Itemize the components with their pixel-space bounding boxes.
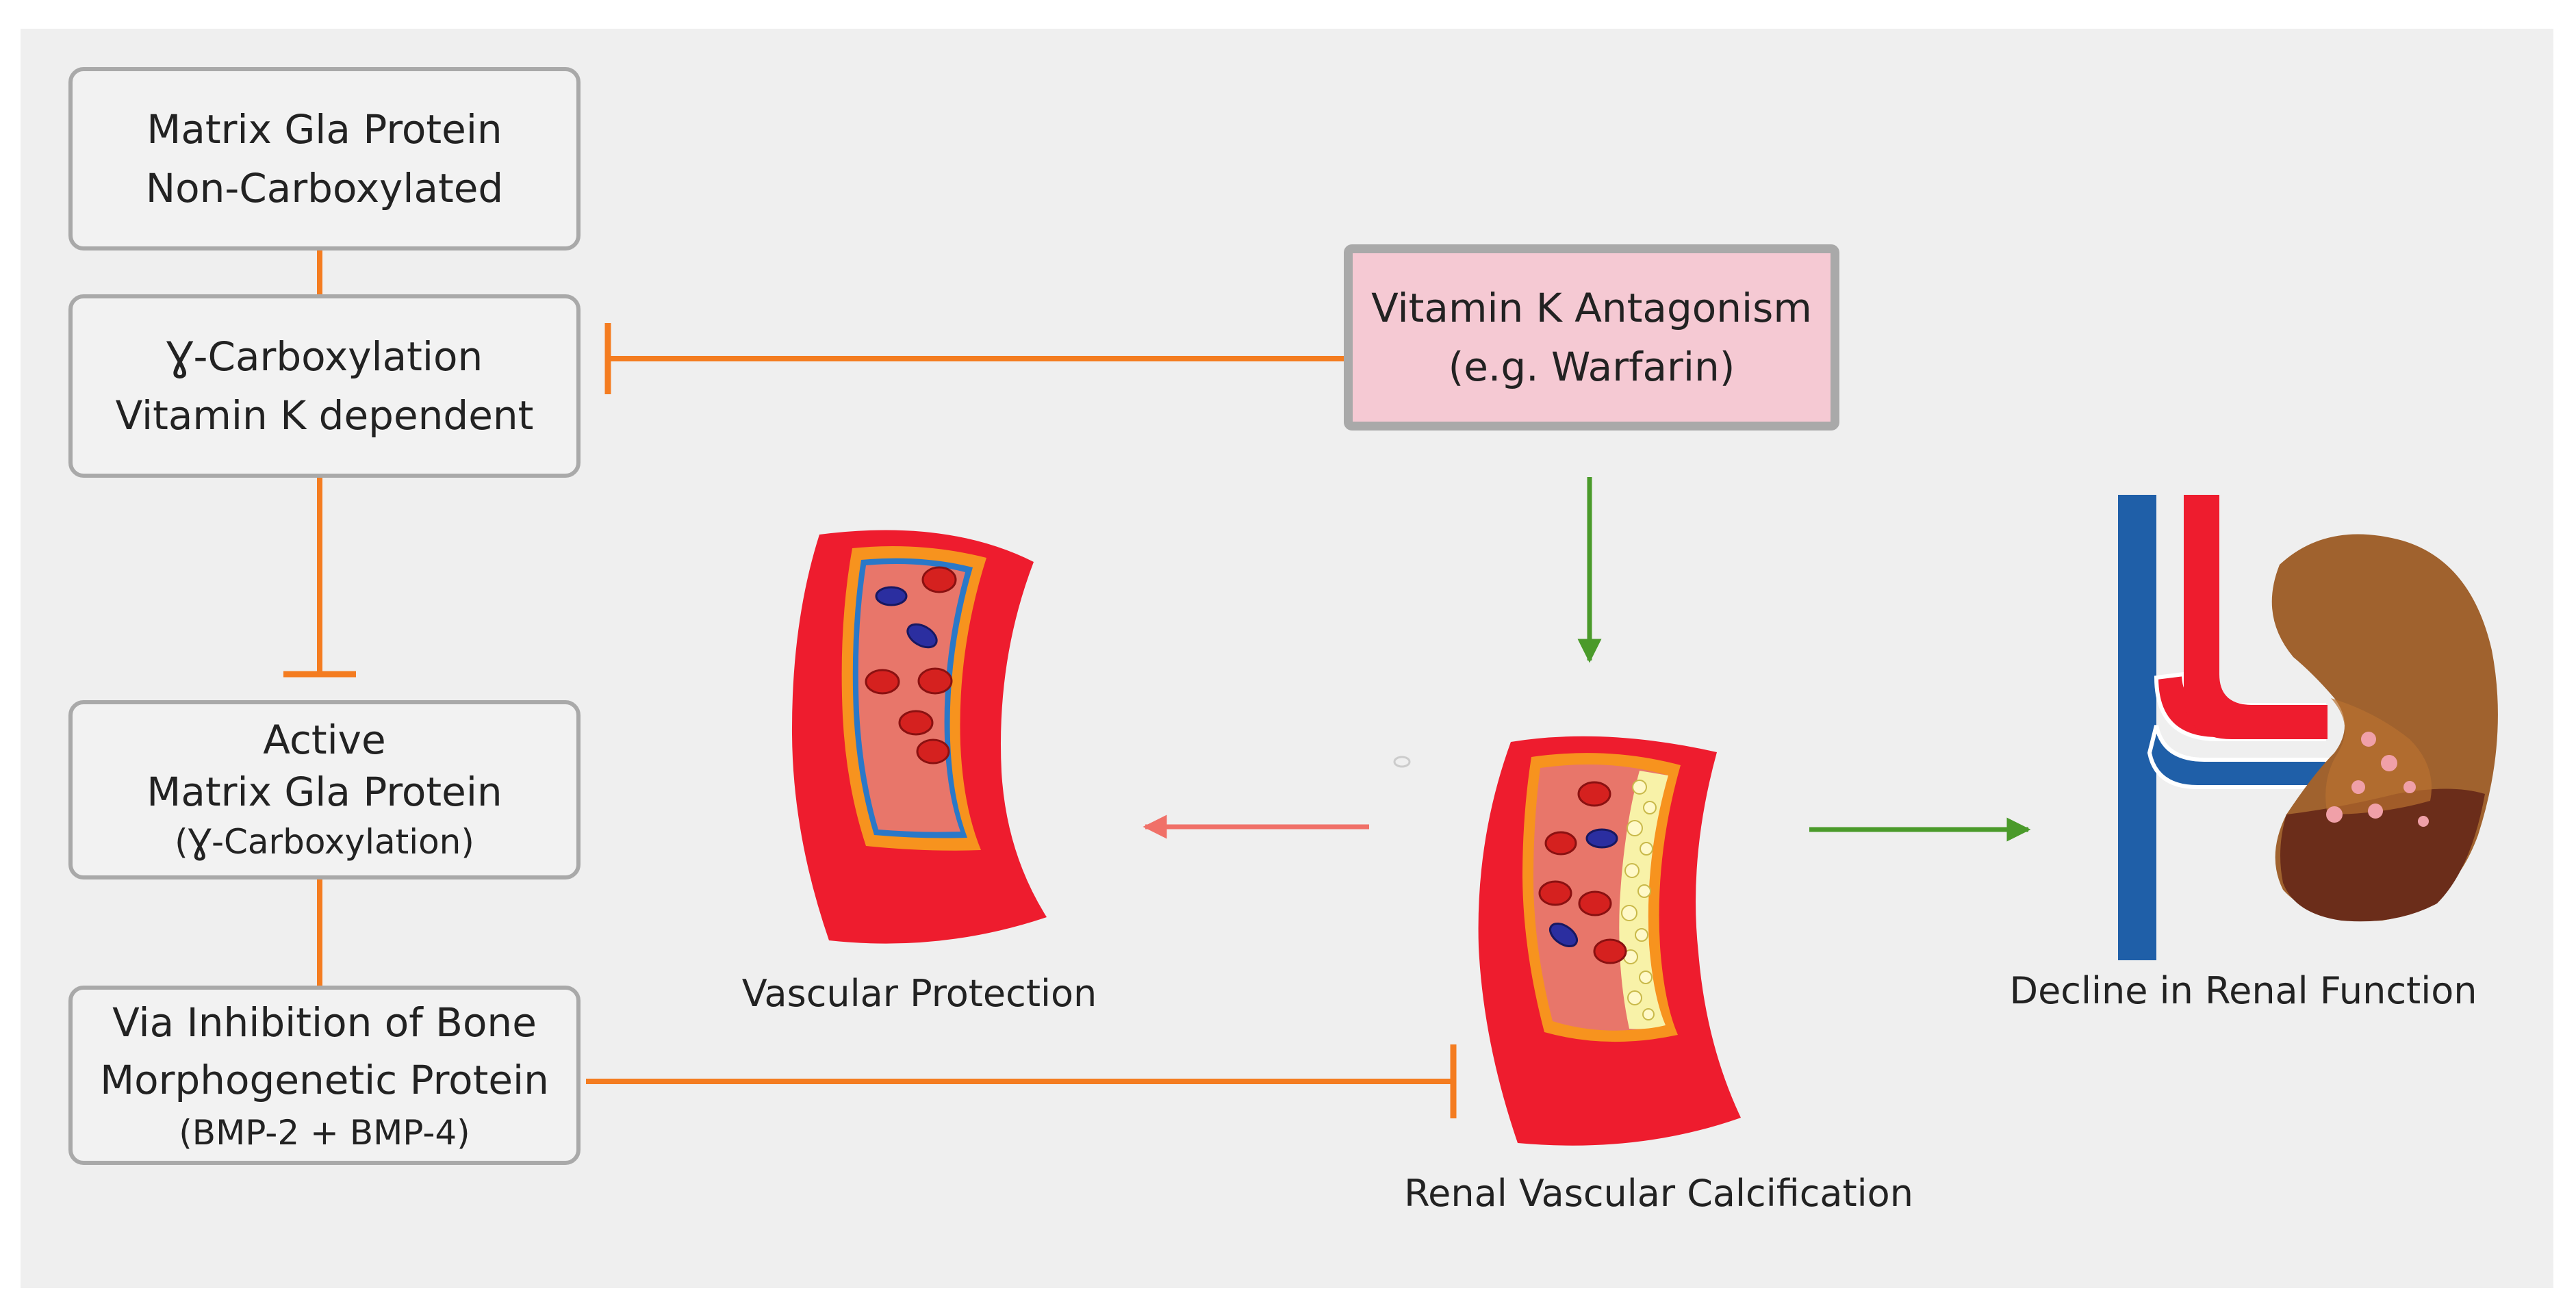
box-active-line1: Active <box>263 717 386 763</box>
box-antagonism-line1: Vitamin K Antagonism <box>1371 285 1812 331</box>
stray-mark <box>1393 756 1411 768</box>
box-gamma-line1: Ɣ-Carboxylation <box>166 333 483 380</box>
box-antagonism-line2: (e.g. Warfarin) <box>1448 344 1735 390</box>
box-bmp-line1: Via Inhibition of Bone <box>112 999 537 1046</box>
box-bmp-line3: (BMP-2 + BMP-4) <box>179 1113 470 1153</box>
box-active-line3: (Ɣ-Carboxylation) <box>175 822 474 862</box>
box-mgp-non-carboxylated: Matrix Gla Protein Non-Carboxylated <box>68 67 581 251</box>
box-mgp-line2: Non-Carboxylated <box>145 165 504 211</box>
box-active-mgp: Active Matrix Gla Protein (Ɣ-Carboxylati… <box>68 700 581 879</box>
box-gamma-carboxylation: Ɣ-Carboxylation Vitamin K dependent <box>68 294 581 478</box>
label-vascular-protection: Vascular Protection <box>741 972 1097 1015</box>
box-gamma-line2: Vitamin K dependent <box>115 392 534 439</box>
calcified-vessel-icon <box>1478 736 1741 1146</box>
healthy-vessel-icon <box>791 530 1047 944</box>
box-mgp-line1: Matrix Gla Protein <box>146 106 502 153</box>
label-renal-vascular-calcification: Renal Vascular Calcification <box>1404 1172 1913 1215</box>
label-decline-renal-function: Decline in Renal Function <box>2009 969 2477 1012</box>
box-vitamin-k-antagonism: Vitamin K Antagonism (e.g. Warfarin) <box>1344 244 1839 431</box>
box-active-line2: Matrix Gla Protein <box>146 769 502 815</box>
kidney-icon <box>2118 495 2498 960</box>
box-bmp-inhibition: Via Inhibition of Bone Morphogenetic Pro… <box>68 986 581 1165</box>
box-bmp-line2: Morphogenetic Protein <box>100 1057 549 1103</box>
